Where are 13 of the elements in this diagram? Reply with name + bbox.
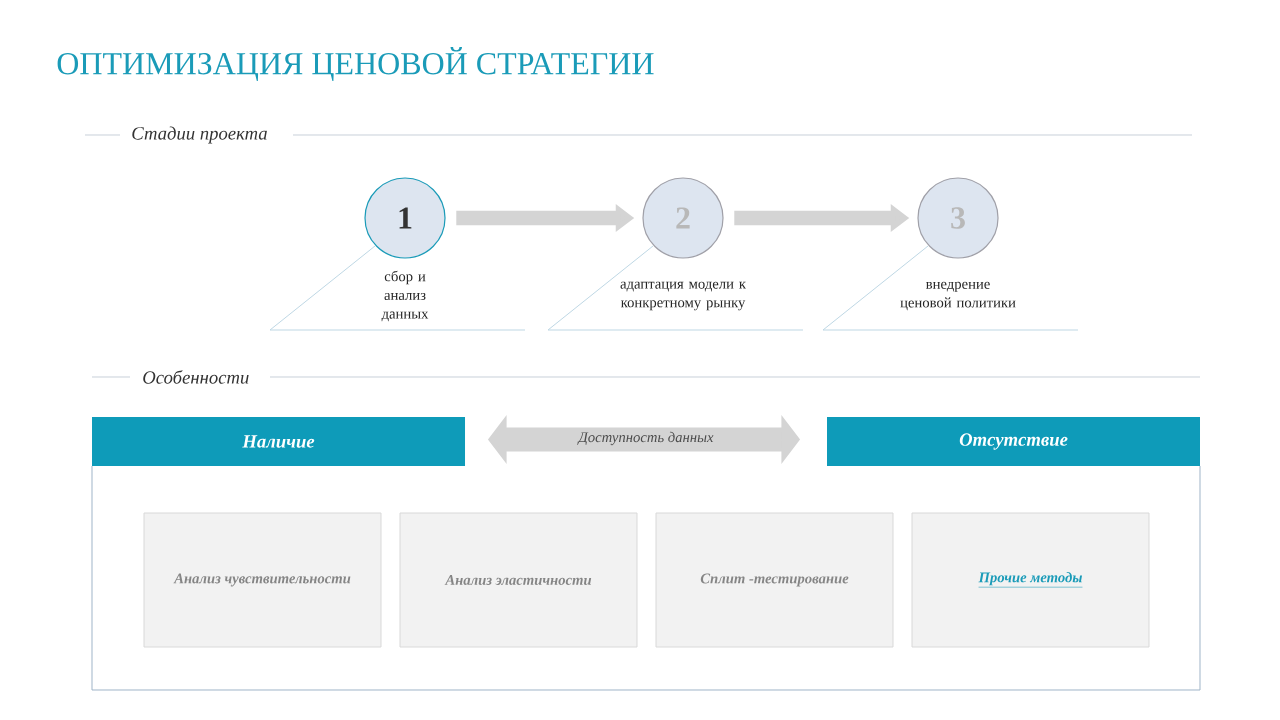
step-description: адаптация модели к конкретному рынку — [620, 281, 746, 311]
title: ОПТИМИЗАЦИЯ ЦЕНОВОЙ СТРАТЕГИИ — [57, 47, 654, 81]
method-box: Анализ чувствительности — [143, 512, 382, 648]
method-box: Анализ эластичности — [399, 512, 638, 648]
header-bar: Отсутствие — [827, 417, 1200, 466]
section-heading: Стадии проекта — [132, 126, 267, 144]
section-heading: Особенности — [143, 370, 249, 384]
step-description: внедрение ценовой политики — [900, 281, 1016, 311]
header-bar: Наличие — [92, 417, 465, 466]
method-box: Сплит -тестирование — [655, 512, 894, 648]
edge-label: Доступность данных — [577, 430, 715, 447]
step-description: сбор и анализ данных — [381, 270, 429, 322]
method-box: Прочие методы — [911, 512, 1150, 648]
